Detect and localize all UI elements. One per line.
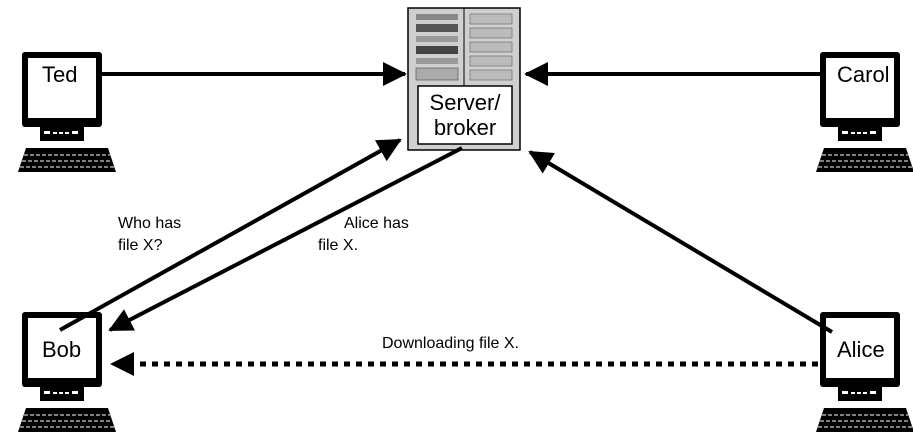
server-label-line1: Server/ [430,90,502,115]
message-query-line2: file X? [118,237,163,254]
node-label-carol: Carol [837,62,890,87]
arrow-server-answer-to-bob [108,146,463,332]
node-label-ted: Ted [42,62,77,87]
computer-bob [17,311,117,433]
message-answer-line2: file X. [318,237,358,254]
message-query-line1: Who has [118,215,181,232]
message-download: Downloading file X. [382,335,519,352]
arrow-bob-query-to-server [59,138,402,332]
desktop-computer-icon [17,311,117,433]
node-label-bob: Bob [42,337,81,362]
server-rack-icon [407,7,521,151]
arrow-alice-to-server [528,150,834,334]
node-label-alice: Alice [837,337,885,362]
server-label-line2: broker [434,115,496,140]
message-answer-line1: Alice has [344,215,409,232]
